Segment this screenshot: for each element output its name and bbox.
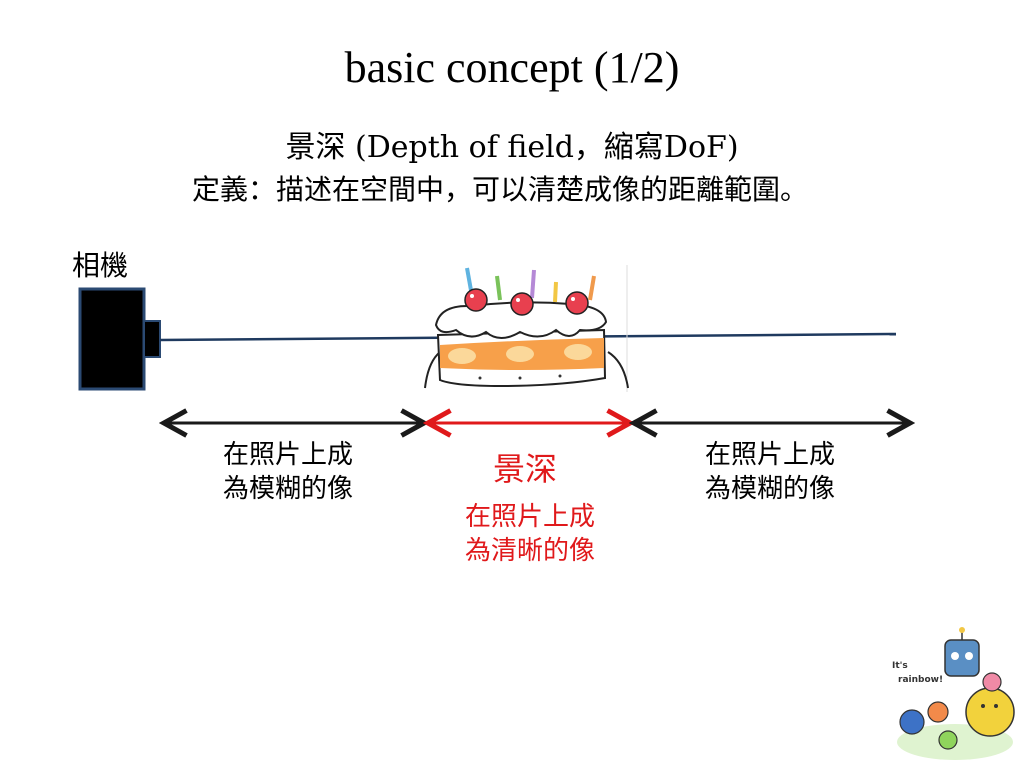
- dof-sharp-line2: 為清晰的像: [464, 536, 595, 566]
- camera-label: 相機: [72, 249, 129, 282]
- cake-icon: [424, 265, 629, 392]
- dof-sharp-line1: 在照片上成: [464, 502, 595, 532]
- near-blur-line2: 為模糊的像: [222, 474, 353, 504]
- near-blur-description: 在照片上成 為模糊的像: [178, 438, 398, 506]
- sticker-text-rainbow: rainbow!: [898, 675, 943, 685]
- camera-icon: [78, 287, 161, 391]
- rainbow-sticker-logo: It's rainbow!: [892, 627, 1015, 760]
- depth-of-field-label: 景深: [492, 450, 557, 488]
- far-blur-description: 在照片上成 為模糊的像: [660, 438, 880, 506]
- far-blur-line2: 為模糊的像: [704, 474, 835, 504]
- dof-sharp-description: 在照片上成 為清晰的像: [420, 500, 640, 568]
- slide-subtitle: 景深 (Depth of field，縮寫DoF): [285, 130, 739, 165]
- definition-text: 定義：描述在空間中，可以清楚成像的距離範圍。: [191, 173, 808, 206]
- slide-title: basic concept (1/2): [344, 43, 680, 92]
- sticker-text-its: It's: [892, 661, 908, 671]
- near-blur-line1: 在照片上成: [222, 440, 353, 470]
- far-blur-line1: 在照片上成: [704, 440, 835, 470]
